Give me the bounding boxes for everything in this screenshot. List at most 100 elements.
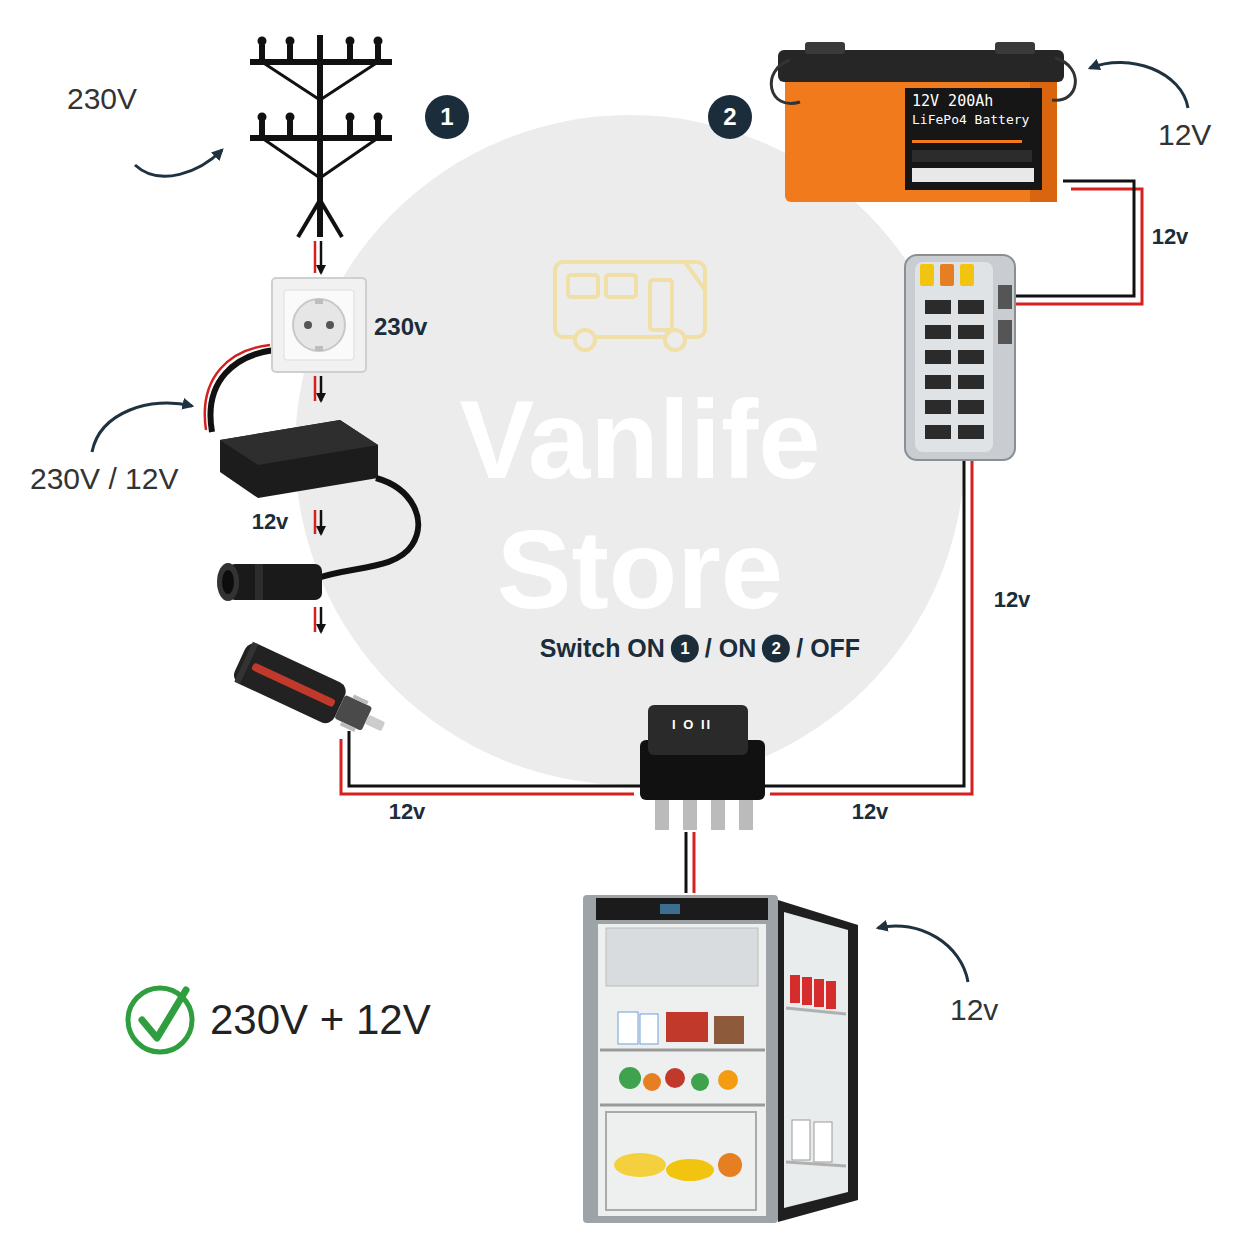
flow-arrow — [320, 607, 323, 632]
fridge — [814, 1122, 832, 1162]
fridge — [714, 1016, 744, 1044]
switch-positions: I O II — [672, 718, 712, 733]
callout-arrow — [135, 150, 222, 176]
power-pylon — [374, 37, 383, 61]
fuse-box — [958, 400, 984, 414]
fridge — [786, 1162, 846, 1166]
voltage-label: 230V — [67, 82, 137, 117]
fridge — [606, 928, 758, 986]
switch-caption-row: Switch ON1/ ON2/ OFF — [540, 634, 860, 663]
lifepo4-battery — [905, 88, 1042, 190]
edge-label: 12v — [849, 799, 892, 824]
check-mark — [128, 988, 192, 1052]
power-pylon — [374, 113, 383, 137]
voltage-label: 12v — [249, 509, 292, 534]
voltage-label: 12v — [991, 587, 1034, 612]
fridge — [814, 979, 824, 1007]
fridge — [640, 1014, 658, 1044]
fridge — [826, 981, 836, 1009]
lifepo4-battery — [912, 168, 1034, 182]
fridge — [598, 924, 766, 1216]
callout-number: 1 — [671, 634, 699, 662]
fridge — [600, 1049, 765, 1052]
power-pylon — [262, 138, 320, 178]
battery-box: 12V 200AhLiFePo4 Battery12V — [775, 42, 1067, 204]
power-adapter — [220, 420, 378, 498]
fuse-box — [958, 350, 984, 364]
cigarette-socket — [217, 563, 322, 601]
cigarette-socket — [255, 564, 263, 600]
callout-number: 2 — [708, 95, 752, 139]
wall-socket — [326, 321, 334, 329]
fuse-box — [925, 325, 951, 339]
wire-negative — [685, 832, 688, 893]
fuse-box — [925, 400, 951, 414]
watermark: Vanlife — [459, 384, 820, 496]
rocker-switch — [648, 705, 748, 755]
power-pylon — [346, 37, 355, 61]
wall-socket — [284, 290, 354, 360]
camper-icon — [665, 330, 685, 350]
flow-arrow — [314, 607, 317, 632]
cigarette-plug — [334, 695, 372, 731]
wire-negative — [320, 241, 323, 273]
rocker-switch — [739, 798, 753, 830]
check-mark — [128, 988, 192, 1052]
fridge — [619, 1067, 641, 1089]
watermark-circle — [295, 115, 965, 785]
wire-connector — [341, 731, 642, 794]
cigarette-plug — [231, 640, 349, 726]
check-mark — [142, 990, 186, 1038]
cigarette-plug — [234, 642, 258, 684]
camper-icon — [555, 262, 705, 350]
flow-arrow — [320, 510, 323, 534]
fridge — [606, 1112, 756, 1210]
fuse-box — [998, 320, 1012, 344]
lifepo4-battery — [805, 42, 845, 54]
camper-icon — [555, 262, 705, 337]
cigarette-plug — [231, 640, 393, 747]
fuse-box — [925, 350, 951, 364]
camper-icon — [575, 330, 595, 350]
fuse-box — [925, 375, 951, 389]
connector-group — [315, 181, 1142, 893]
fridge — [718, 1070, 738, 1090]
fuse-box — [940, 264, 954, 286]
lifepo4-battery — [912, 140, 1022, 143]
power-pylon — [250, 135, 392, 141]
power-pylon — [320, 62, 378, 100]
callout-arrow — [92, 62, 1188, 982]
fridge — [600, 1104, 765, 1107]
callout-number: 1 — [425, 95, 469, 139]
fridge — [784, 912, 848, 1208]
fridge — [665, 1068, 685, 1088]
battery-rating: 12V 200Ah — [912, 93, 993, 110]
voltage-label: 12v — [950, 993, 998, 1028]
wire-connector — [315, 376, 321, 401]
power-pylon — [286, 37, 295, 61]
fuse-box — [958, 375, 984, 389]
rocker-switch — [683, 798, 697, 830]
power-pylon: 230V — [245, 32, 400, 237]
wire-positive — [314, 241, 317, 273]
power-pylon — [250, 59, 392, 65]
power-adapter — [220, 420, 418, 578]
wall-socket — [272, 278, 366, 372]
flow-arrow — [314, 510, 317, 534]
camper-icon — [685, 262, 705, 290]
fuse-box — [925, 300, 951, 314]
power-pylon — [320, 138, 378, 178]
fridge — [790, 975, 800, 1003]
power-pylon — [286, 113, 295, 137]
switch-caption: / ON — [705, 634, 756, 663]
socket-cable — [211, 350, 274, 432]
rocker-switch — [711, 798, 725, 830]
flow-arrow — [315, 607, 321, 632]
voltage-label: 12v — [1149, 224, 1192, 249]
socket-box: 230v — [272, 278, 366, 372]
wire-positive — [314, 376, 317, 401]
camper-icon — [568, 275, 598, 297]
fridge — [583, 895, 778, 1223]
wire-negative — [349, 731, 642, 786]
